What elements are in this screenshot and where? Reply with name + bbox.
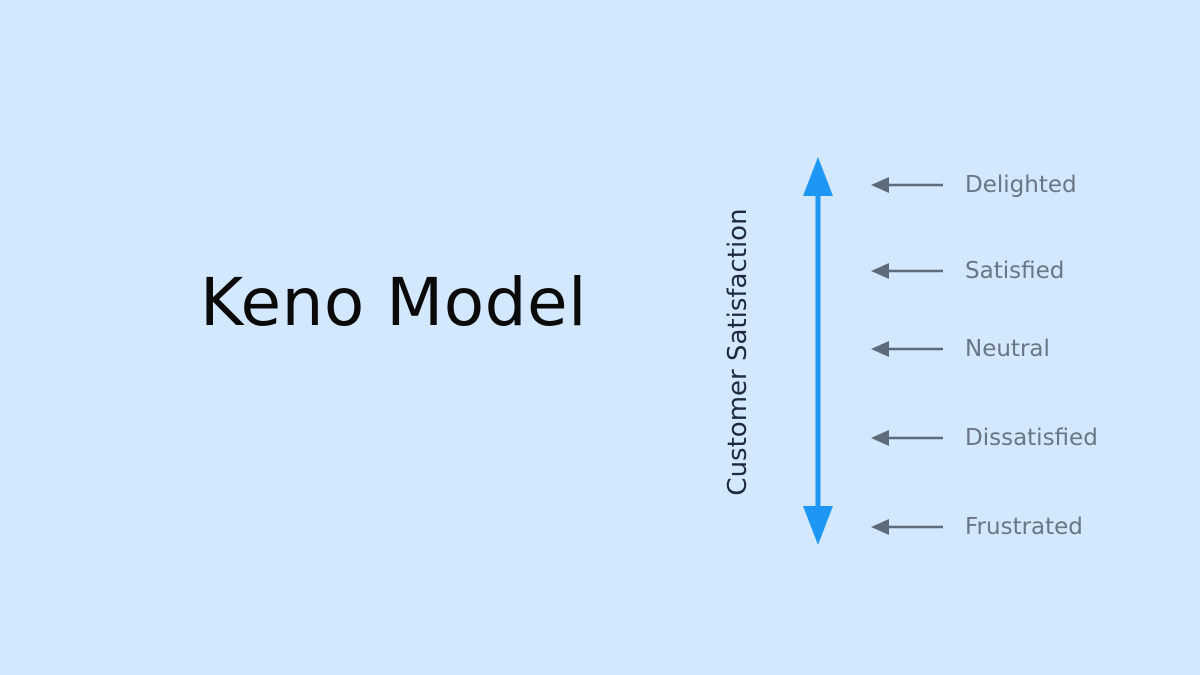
level-label-satisfied: Satisfied — [965, 258, 1065, 284]
pointer-arrow-head — [871, 177, 889, 193]
pointer-arrow-head — [871, 263, 889, 279]
level-label-dissatisfied: Dissatisfied — [965, 425, 1098, 451]
axis-arrow-head-up — [803, 157, 833, 196]
pointer-arrow-delighted — [871, 177, 943, 193]
pointer-arrow-satisfied — [871, 263, 943, 279]
pointer-arrows — [871, 177, 943, 535]
pointer-arrow-head — [871, 519, 889, 535]
pointer-arrow-head — [871, 430, 889, 446]
level-label-delighted: Delighted — [965, 172, 1077, 198]
pointer-arrow-neutral — [871, 341, 943, 357]
satisfaction-axis-arrow — [803, 157, 833, 545]
level-label-neutral: Neutral — [965, 336, 1050, 362]
page-title: Keno Model — [200, 264, 587, 341]
level-label-frustrated: Frustrated — [965, 514, 1083, 540]
pointer-arrow-head — [871, 341, 889, 357]
pointer-arrow-dissatisfied — [871, 430, 943, 446]
axis-arrow-head-down — [803, 506, 833, 545]
pointer-arrow-frustrated — [871, 519, 943, 535]
